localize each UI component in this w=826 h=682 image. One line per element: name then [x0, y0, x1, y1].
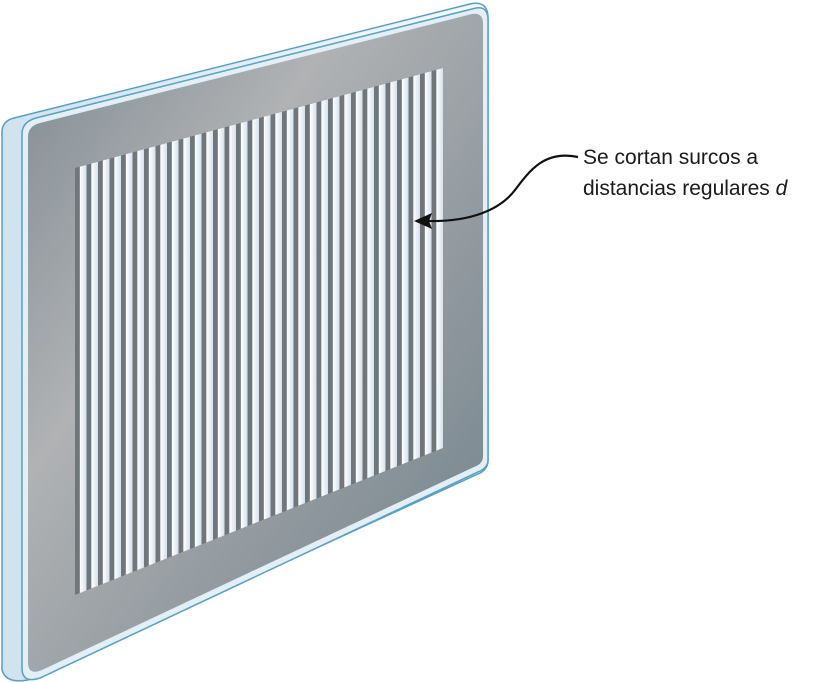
annotation-line-2-text: distancias regulares: [583, 177, 776, 200]
grating-strip: [298, 68, 305, 595]
grating-strip: [332, 68, 340, 595]
grating-strip: [424, 68, 432, 595]
grating-strip: [137, 68, 144, 595]
grating-strip: [148, 68, 156, 595]
spacing-variable: d: [775, 177, 788, 200]
grating-strip: [367, 68, 374, 595]
grating-strip: [263, 68, 271, 595]
arrowhead-icon: [414, 213, 432, 229]
grating-strip: [413, 68, 420, 595]
grating-strip: [102, 68, 110, 595]
grating-strip: [355, 68, 363, 595]
grating-strip: [344, 68, 351, 595]
grating-strip: [229, 68, 236, 595]
grating-strip: [436, 68, 443, 595]
grating-strip: [194, 68, 202, 595]
annotation-arrow-line: [427, 154, 579, 223]
grating-strip: [183, 68, 190, 595]
grating-strip: [91, 68, 98, 595]
grating-strip: [321, 68, 328, 595]
grating-strip: [390, 68, 397, 595]
grating-strip: [171, 68, 179, 595]
grating-strip: [309, 68, 317, 595]
grating-strip: [275, 68, 282, 595]
grating-strip: [79, 68, 87, 595]
grating-strip: [240, 68, 248, 595]
grooves-group: [79, 68, 443, 595]
grating-strip: [160, 68, 167, 595]
grating-strip: [114, 68, 121, 595]
grating-strip: [125, 68, 133, 595]
grating-strip: [401, 68, 409, 595]
grating-strip: [378, 68, 386, 595]
annotation-line-2: distancias regulares d: [583, 177, 787, 201]
annotation-line-1: Se cortan surcos a: [583, 146, 759, 169]
grating-strip: [206, 68, 213, 595]
grating-strip: [252, 68, 259, 595]
grating-strip: [217, 68, 225, 595]
grating-strip: [286, 68, 294, 595]
